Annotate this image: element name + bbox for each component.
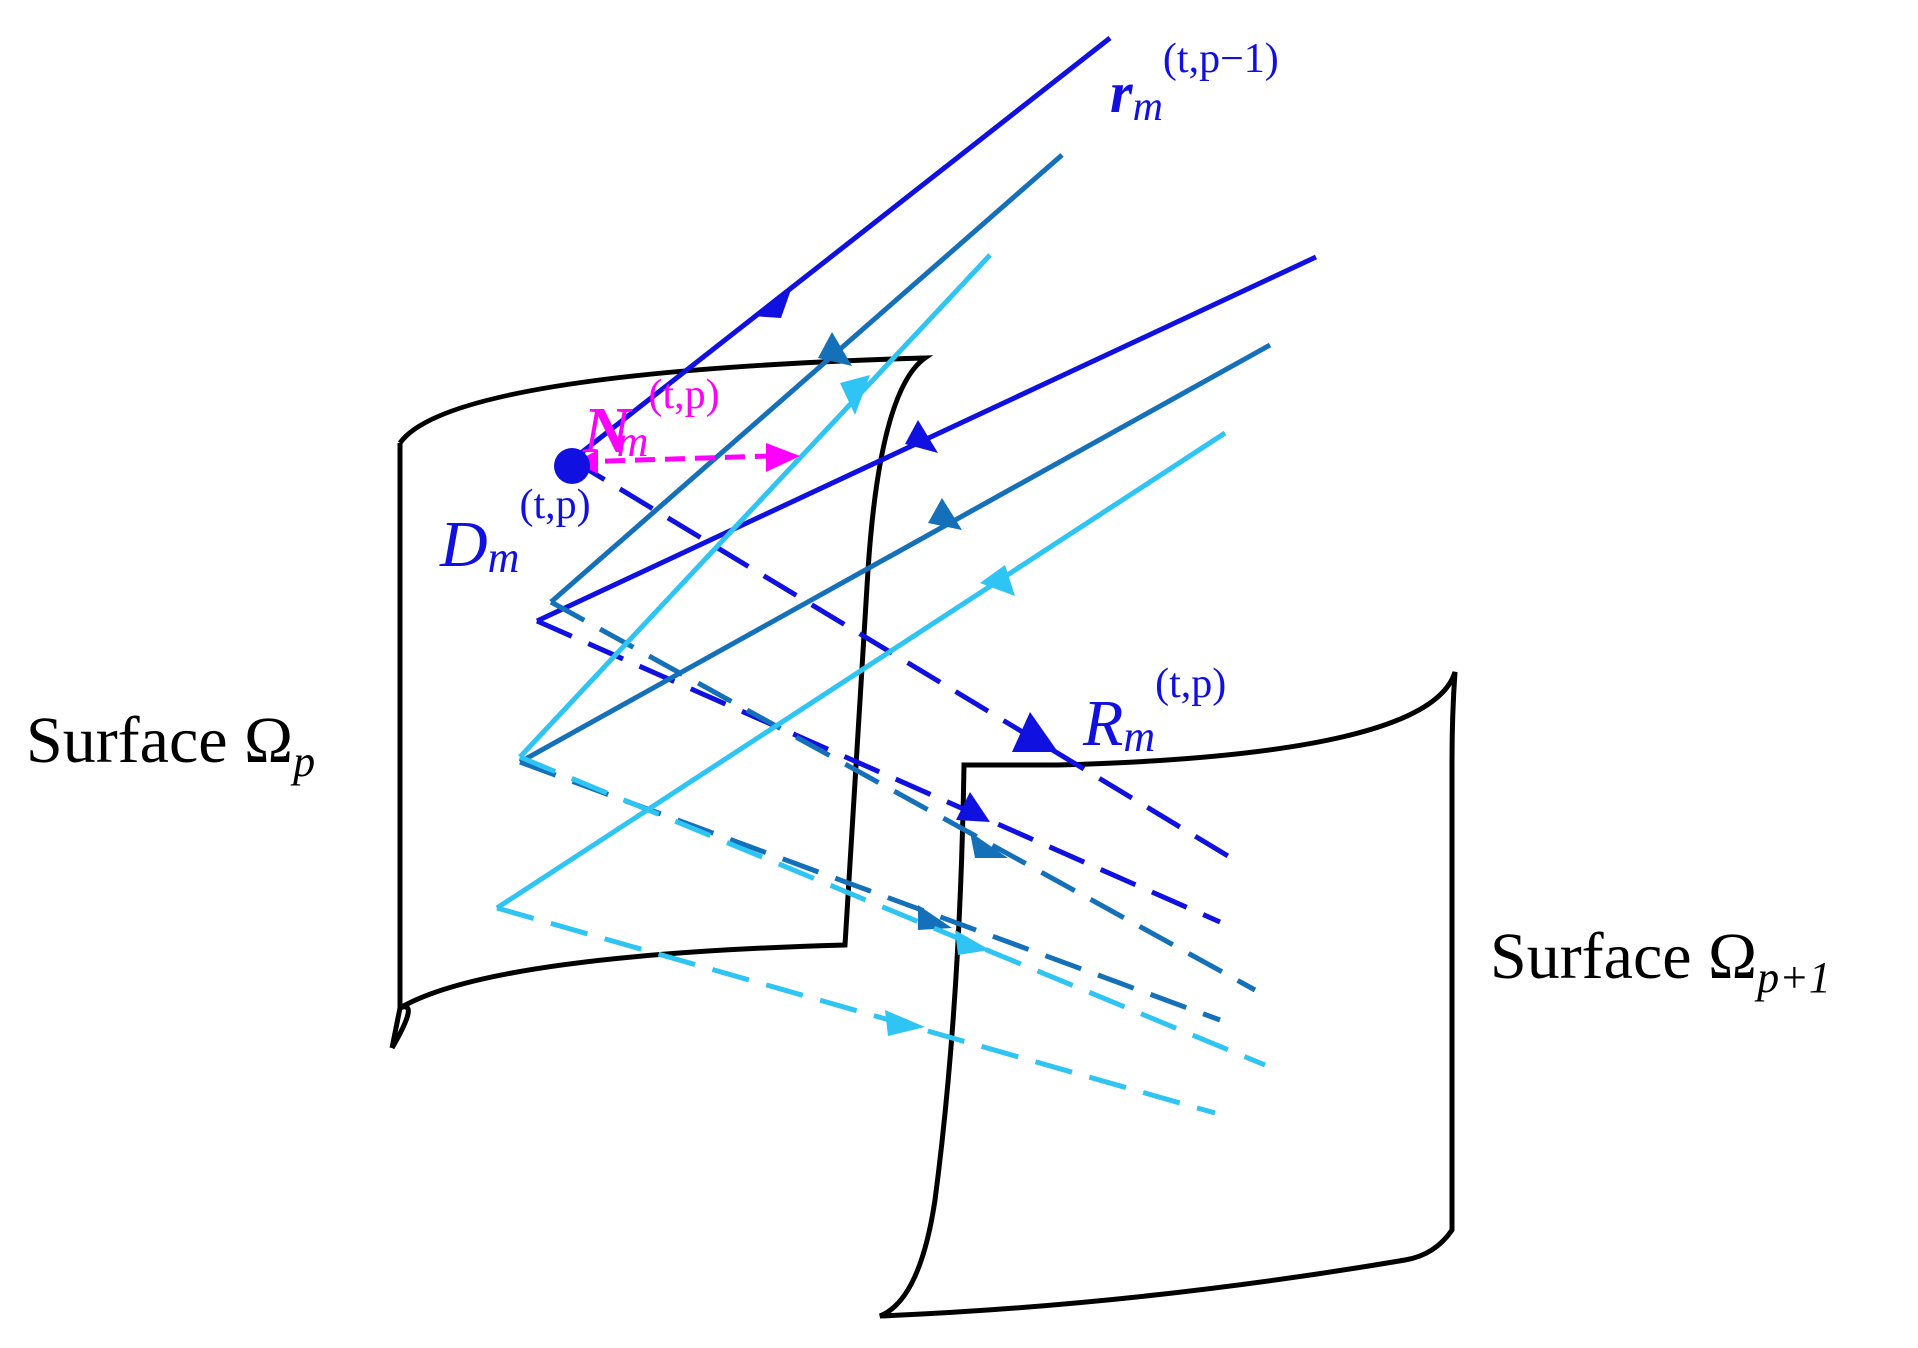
point-d-label-sup: (t,p) (519, 482, 590, 528)
incident-ray-mid-2 (518, 342, 1272, 765)
reflected-ray-label-main: R (1082, 687, 1123, 760)
arrowhead-mid-2 (928, 498, 962, 530)
surface-p1-label-sub: p+1 (1754, 953, 1831, 1002)
point-d-label-sub: m (488, 533, 520, 582)
point-d-label: Dm (t,p) (439, 482, 591, 582)
arrowhead-dark-1 (752, 284, 793, 318)
arrowhead-mid-2b (918, 905, 952, 930)
reflected-ray-light-2 (496, 905, 1216, 1116)
arrowhead-dark-2b (956, 792, 990, 822)
surface-p-label-sub: p (290, 737, 315, 786)
normal-vector-label-main: N (582, 394, 633, 467)
surface-p-label-text: Surface Ω (26, 704, 293, 777)
reflected-ray-mid-1 (549, 599, 1257, 993)
ray-group-mid (518, 153, 1272, 1023)
normal-vector-label-sub: m (617, 417, 649, 466)
arrowhead-light-2b (885, 1010, 925, 1036)
surface-p1-outline (878, 671, 1458, 1319)
arrowhead-dark-1b (1012, 712, 1058, 752)
ray-group-light (495, 253, 1266, 1116)
point-d-marker (554, 448, 590, 484)
incident-ray-label-sup: (t,p−1) (1163, 36, 1279, 82)
reflected-ray-label-sub: m (1123, 712, 1155, 761)
arrowhead-light-1b (955, 930, 990, 955)
incident-ray-label-sub: m (1133, 84, 1163, 130)
arrowhead-light-2 (980, 565, 1015, 596)
reflected-ray-label: Rm(t,p) (1082, 661, 1226, 761)
normal-vector-label: Nm(t,p) (582, 372, 720, 467)
incident-ray-light-2 (495, 430, 1227, 911)
surface-p1-label: Surface Ωp+1 (1490, 920, 1831, 1002)
normal-vector-label-sup: (t,p) (648, 372, 719, 418)
incident-ray-dark-1 (570, 36, 1112, 462)
normal-vector (574, 453, 771, 465)
surface-p1-label-text: Surface Ω (1490, 920, 1757, 993)
arrowhead-mid-1 (818, 332, 852, 366)
reflected-ray-label-sup: (t,p) (1155, 661, 1226, 707)
incident-ray-label-main: r (1110, 60, 1133, 125)
incident-ray-label: rm(t,p−1) (1110, 36, 1279, 130)
incident-ray-mid-1 (549, 153, 1064, 604)
reflected-ray-dark-1 (570, 457, 1230, 859)
surface-p-outline (389, 355, 934, 1050)
arrowhead-dark-2 (905, 420, 938, 453)
ray-group-dark (535, 36, 1318, 925)
arrowhead-light-1 (840, 375, 870, 415)
arrowhead-mid-1b (970, 832, 1008, 858)
point-d-label-main: D (439, 508, 488, 581)
reflected-ray-dark-2 (535, 618, 1222, 925)
reflected-ray-light-1 (519, 754, 1266, 1068)
incident-ray-light-1 (518, 253, 992, 759)
surface-p-label: Surface Ωp (26, 704, 315, 786)
normal-arrowhead (766, 443, 800, 472)
